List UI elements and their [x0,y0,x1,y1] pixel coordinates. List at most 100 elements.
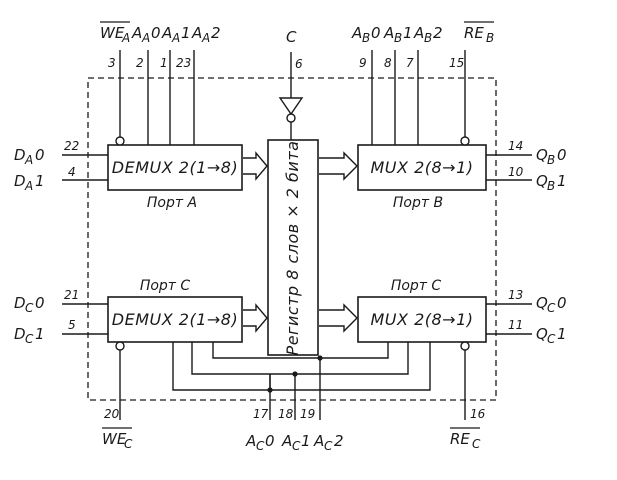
svg-text:D: D [14,294,26,312]
signal-ac0: A C 0 [245,432,275,453]
signal-we-c: WE C [102,430,133,451]
clock-buffer-bubble [286,113,296,123]
svg-text:Q: Q [536,146,548,164]
signal-re-b: RE B [464,24,494,45]
bus-ac0-route [172,342,431,391]
svg-text:1: 1 [557,172,567,190]
svg-text:A: A [201,31,210,45]
svg-text:0: 0 [35,146,45,164]
svg-text:0: 0 [371,24,381,42]
pin-aa1: 1 [160,56,168,70]
register-label: Регистр 8 слов × 2 бита [283,141,302,356]
port-c-left-label: Порт C [140,278,191,294]
svg-text:A: A [245,432,256,450]
pin-re-b: 15 [449,56,464,70]
port-c-right-label: Порт C [391,278,442,294]
mux-port-c-block [357,296,487,343]
svg-text:0: 0 [557,294,567,312]
pin-dc1: 5 [68,318,76,332]
signal-da0: D A 0 [14,146,45,167]
mux-port-c-label: MUX 2(8→1) [371,310,474,329]
signal-qc1: Q C 1 [536,325,567,346]
svg-text:C: C [292,439,301,453]
signal-ac2: A C 2 [313,432,344,453]
svg-text:WE: WE [100,24,125,42]
demux-port-c-block [107,296,243,343]
pin-dc0: 21 [64,288,79,302]
svg-text:C: C [25,301,34,315]
pin-da0: 22 [64,139,79,153]
pin-ab2: 7 [406,56,414,70]
pin-ab1: 8 [384,56,392,70]
junction-ac2 [317,355,323,361]
pin-aa2: 23 [176,56,191,70]
pin-re-c: 16 [470,407,486,421]
pin-qc1: 11 [508,318,523,332]
svg-text:C: C [25,332,34,346]
pin-aa0: 2 [136,56,144,70]
register-block [267,139,319,356]
svg-text:A: A [281,432,292,450]
junction-ac0 [267,387,273,393]
svg-text:A: A [171,31,180,45]
svg-text:C: C [547,301,556,315]
svg-text:0: 0 [265,432,275,450]
pin-we-a: 3 [108,56,116,70]
signal-aa1: A A 1 [161,24,191,45]
svg-text:A: A [131,24,142,42]
pin-da1: 4 [68,165,76,179]
svg-text:1: 1 [557,325,567,343]
demux-port-a-block [107,144,243,191]
we-c-bubble [115,341,125,351]
svg-text:Q: Q [536,294,548,312]
pin-qb1: 10 [508,165,524,179]
signal-da1: D A 1 [14,172,45,193]
pin-ac1: 18 [278,407,294,421]
re-b-bubble [460,136,470,146]
svg-text:Q: Q [536,325,548,343]
svg-text:D: D [14,325,26,343]
demux-port-a-label: DEMUX 2(1→8) [112,158,238,177]
signal-re-c: RE C [450,430,481,451]
svg-text:D: D [14,146,26,164]
signal-dc1: D C 1 [14,325,45,346]
pin-ab0: 9 [359,56,367,70]
svg-text:C: C [472,437,481,451]
svg-text:A: A [351,24,362,42]
pin-we-c: 20 [104,407,120,421]
pin-qb0: 14 [508,139,523,153]
demux-port-c-label: DEMUX 2(1→8) [112,310,238,329]
svg-text:C: C [324,439,333,453]
we-a-bubble [115,136,125,146]
bus-arrow-register-to-mux-c [319,303,358,333]
svg-text:1: 1 [403,24,413,42]
mux-port-b-label: MUX 2(8→1) [371,158,474,177]
signal-aa2: A A 2 [191,24,221,45]
mux-port-b-block [357,144,487,191]
signal-qc0: Q C 0 [536,294,567,315]
svg-text:C: C [256,439,265,453]
svg-text:RE: RE [450,430,470,448]
svg-text:2: 2 [433,24,443,42]
bus-ac1-route [191,342,409,375]
svg-text:A: A [24,179,33,193]
svg-text:A: A [141,31,150,45]
signal-qb1: Q B 1 [536,172,567,193]
svg-text:B: B [547,179,555,193]
clock-buffer-triangle [278,97,304,116]
svg-text:B: B [394,31,402,45]
bus-ac2-route [212,342,389,359]
signal-qb0: Q B 0 [536,146,567,167]
signal-ab1: A B 1 [383,24,413,45]
svg-text:2: 2 [334,432,344,450]
svg-text:C: C [124,437,133,451]
svg-text:C: C [547,332,556,346]
re-c-bubble [460,341,470,351]
bus-arrow-demux-a-to-register [243,151,268,181]
svg-text:B: B [486,31,494,45]
signal-dc0: D C 0 [14,294,45,315]
svg-text:0: 0 [35,294,45,312]
signal-ac1: A C 1 [281,432,311,453]
signal-we-a: WE A [100,24,130,45]
